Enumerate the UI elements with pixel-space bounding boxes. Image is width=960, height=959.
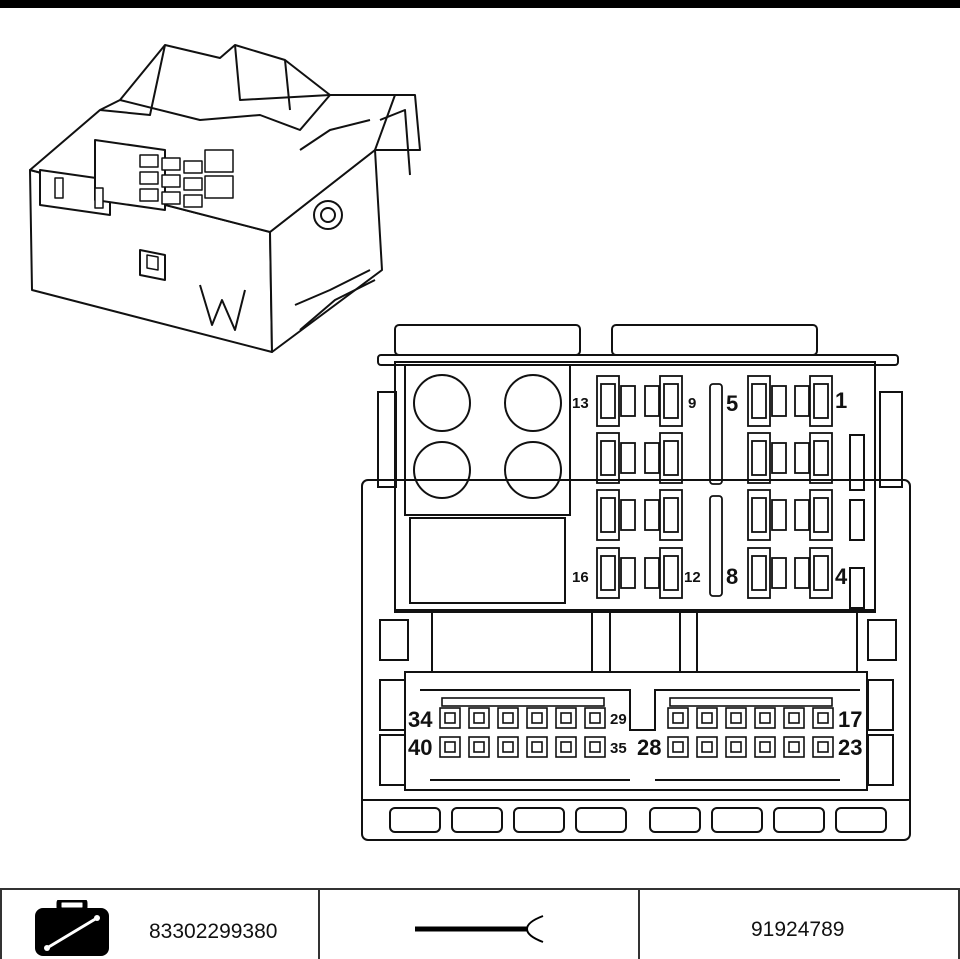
pin-label-29: 29 (610, 711, 627, 728)
pin-label-35: 35 (610, 740, 627, 757)
terminal-cavity-inner (560, 741, 572, 753)
terminal-cavity-inner (817, 741, 829, 753)
terminal-cavity (526, 736, 548, 758)
connector-drawing: 13 9 5 1 16 12 8 4 34 29 17 40 35 28 23 (29, 44, 911, 841)
terminal-cavity-inner (672, 712, 684, 724)
terminal-cavity-inner (788, 741, 800, 753)
pin-label-17: 17 (838, 707, 862, 732)
terminal-cavity (468, 707, 490, 729)
terminal-cavity (725, 736, 747, 758)
terminal-row-cap (669, 697, 833, 707)
pin-label-4: 4 (835, 564, 848, 589)
terminal-cavity (754, 707, 776, 729)
terminal-cavity (439, 707, 461, 729)
terminal-cavity (725, 707, 747, 729)
terminal-row-cap (441, 697, 605, 707)
terminal-cavity (439, 736, 461, 758)
pin-label-13: 13 (572, 395, 589, 412)
top-bar (0, 0, 960, 8)
terminal-cavity-inner (759, 712, 771, 724)
pin-label-40: 40 (408, 735, 432, 760)
terminal-cavity-inner (531, 741, 543, 753)
wire-terminal-icon (415, 915, 544, 943)
terminal-cavity (696, 736, 718, 758)
terminal-cavity-inner (701, 712, 713, 724)
pin-label-12: 12 (684, 569, 701, 586)
kit-number: 83302299380 (149, 920, 278, 943)
terminal-cavity (812, 736, 834, 758)
pin-label-28: 28 (637, 735, 661, 760)
terminal-cavity-inner (730, 741, 742, 753)
terminal-cavity-inner (473, 741, 485, 753)
terminal-cavity-inner (444, 712, 456, 724)
terminal-cavity-inner (589, 741, 601, 753)
terminal-cavity-inner (502, 712, 514, 724)
terminal-cavity (555, 736, 577, 758)
parts-table: 83302299380 91924789 (0, 888, 960, 959)
terminal-cavity-inner (473, 712, 485, 724)
terminal-cavity-inner (444, 741, 456, 753)
terminal-cell (320, 890, 640, 959)
terminal-cavity-inner (730, 712, 742, 724)
repair-kit-icon (35, 900, 109, 956)
terminal-cavity (526, 707, 548, 729)
part-number-cell: 91924789 (640, 890, 960, 959)
pin-label-9: 9 (688, 395, 696, 412)
pin-label-1: 1 (835, 388, 847, 413)
pin-label-16: 16 (572, 569, 589, 586)
kit-cell: 83302299380 (0, 890, 320, 959)
terminal-cavity-inner (560, 712, 572, 724)
terminal-cavity (497, 707, 519, 729)
terminal-cavity (584, 736, 606, 758)
terminal-cavity-inner (672, 741, 684, 753)
terminal-cavity-inner (531, 712, 543, 724)
terminal-cavity (667, 736, 689, 758)
terminal-cavity (754, 736, 776, 758)
pin-label-8: 8 (726, 564, 738, 589)
connector-3d-view (29, 44, 421, 353)
terminal-cavity-inner (589, 712, 601, 724)
terminal-cavity-inner (788, 712, 800, 724)
terminal-cavity (783, 707, 805, 729)
terminal-cavity (783, 736, 805, 758)
terminal-cavity (497, 736, 519, 758)
terminal-cavity-inner (759, 741, 771, 753)
terminal-cavity (555, 707, 577, 729)
terminal-cavity (584, 707, 606, 729)
terminal-cavity-inner (817, 712, 829, 724)
pin-label-5: 5 (726, 391, 738, 416)
terminal-cavity-inner (701, 741, 713, 753)
terminal-cavity (667, 707, 689, 729)
terminal-cavity (696, 707, 718, 729)
terminal-cavity (812, 707, 834, 729)
pin-label-23: 23 (838, 735, 862, 760)
pin-label-34: 34 (408, 707, 433, 732)
terminal-cavity (468, 736, 490, 758)
part-number: 91924789 (751, 918, 845, 941)
connector-front-view (361, 324, 911, 841)
terminal-cavity-inner (502, 741, 514, 753)
